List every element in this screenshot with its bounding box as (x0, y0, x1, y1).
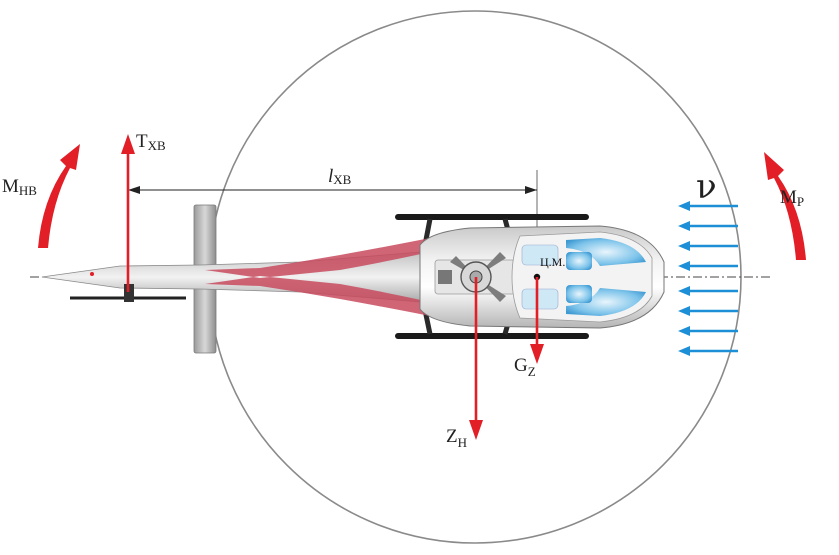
main-rotor-moment-arrow (38, 144, 80, 248)
flow-arrow (678, 201, 738, 211)
center-of-mass-label: Ц.М. (540, 255, 565, 269)
exhaust-detail (438, 270, 452, 284)
flow-arrow (678, 286, 738, 296)
flow-arrow (678, 306, 738, 316)
tail-light (90, 272, 94, 276)
tail-thrust-arrow (121, 134, 135, 292)
main-rotor-force-label: ZН (446, 426, 467, 450)
flow-arrow (678, 241, 738, 251)
tail-rotor (70, 284, 186, 302)
main-rotor-moment-label: MНВ (2, 176, 37, 198)
reactive-moment-arrow (764, 152, 806, 260)
cockpit-windows (521, 238, 646, 316)
flow-arrow (678, 261, 738, 271)
weight-component-label: GZ (514, 355, 536, 379)
tail-arm-dimension (128, 186, 537, 194)
flow-arrow (678, 346, 738, 356)
fuselage-stripe (205, 238, 430, 316)
velocity-label: ν (696, 167, 717, 207)
flow-arrows (678, 201, 738, 356)
flow-arrow (678, 221, 738, 231)
weight-component-arrow (530, 277, 544, 364)
reactive-moment-label: MР (780, 187, 804, 209)
tail-arm-label: lХВ (328, 166, 352, 187)
flow-arrow (678, 326, 738, 336)
main-rotor-force-arrow (469, 277, 483, 440)
tail-thrust-label: TХВ (136, 131, 166, 153)
